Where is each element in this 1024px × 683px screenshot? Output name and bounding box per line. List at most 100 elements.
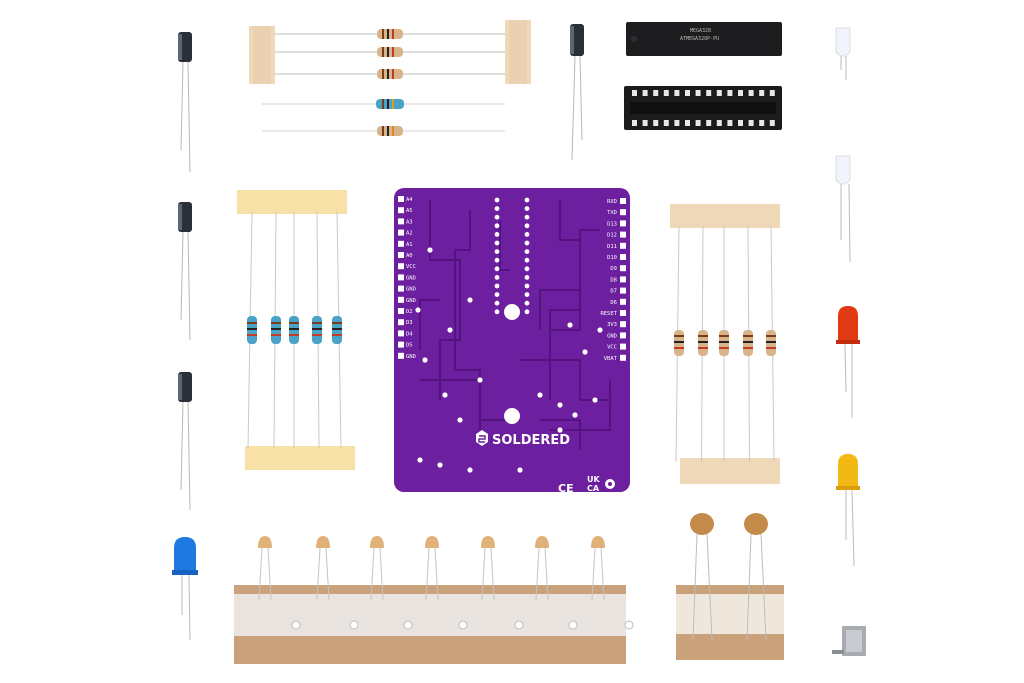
led-amber [591,536,605,548]
socket-pin [695,120,701,126]
tape-hole [349,620,359,630]
pcb-via [437,462,443,468]
pcb-pad [524,223,530,229]
pin-label-right: RXD [607,199,617,205]
pin-pad-left [398,207,404,214]
pcb-pad [494,249,500,255]
pcb-pad [494,223,500,229]
led-lead [434,547,439,601]
ce-mark: CE [558,482,574,495]
tape-hole [514,620,524,630]
electrolytic-capacitor-1 [178,32,192,173]
pcb-via [467,297,473,303]
pcb-via [442,392,448,398]
pcb-pad [524,300,530,306]
brand-label: SOLDERED [492,433,570,448]
pin-label-left: A5 [406,208,413,214]
led-lead [535,547,540,601]
resistor-band [674,347,684,349]
socket-pin [769,90,775,96]
white-led-2 [835,155,851,263]
resistor-band [247,322,257,324]
pcb-via [557,402,563,408]
socket-pin [748,120,754,126]
pin-pad-left [398,285,404,292]
led-lead [325,547,330,601]
pcb-pad [524,275,530,280]
resistor-band [698,347,708,349]
pcb-pad [494,292,500,297]
pcb-via [572,412,578,418]
pin-pad-right [620,287,626,294]
pin-label-left: GND [406,354,416,360]
pin-label-left: GND [406,298,416,304]
led-lead [267,547,272,601]
pin-pad-right [620,231,626,238]
pin-label-right: D7 [610,289,617,295]
pin-pad-left [398,252,404,258]
socket-pin [727,90,733,96]
socket-pin [653,90,659,96]
socket-pin [674,120,680,126]
chip-text-2: ATMEGA328P-PU [680,36,719,42]
led-amber [425,536,439,548]
socket-pin [716,90,722,96]
pin-label-right: D12 [607,233,617,239]
red-led [836,306,860,418]
resistor-band [247,334,257,336]
pin-pad-right [620,220,626,227]
pin-pad-right [620,343,626,350]
pcb-via [457,417,463,423]
pcb-via [467,467,473,473]
pin-label-left: A4 [406,197,413,203]
pcb-pad [494,232,500,237]
chip-text-1: MEGA328 [690,28,711,34]
resistor-band [766,347,776,349]
tape-hole [624,620,634,630]
white-led-1 [835,27,851,80]
ceramic-capacitor-strip [676,513,784,660]
pin-pad-right [620,298,626,305]
pin-label-right: D11 [607,244,617,250]
pin-pad-right [620,354,626,361]
socket-pin [642,90,648,96]
yellow-led [836,454,860,567]
pin-label-right: 3V3 [607,322,617,328]
socket-pin [663,90,669,96]
led-lead [258,547,263,601]
led-lead [370,547,375,601]
soldered-logo: SOLDERED [476,430,570,448]
socket-pin [738,90,743,96]
pcb-via [422,357,428,363]
pcb-via [537,392,543,398]
ukca-mark-top: UK [587,475,600,484]
pin-pad-left [398,319,404,326]
pcb-via [597,327,603,333]
pin-label-right: D10 [607,255,617,261]
tape-hole [403,620,413,630]
led-lead [490,547,495,601]
pcb-pad [494,266,500,272]
pin-pad-left [398,218,404,225]
socket-pin [653,120,659,126]
socket-pin [716,120,722,126]
resistor-band [289,334,299,336]
led-lead [600,547,605,601]
resistor-band [289,322,299,324]
electrolytic-capacitor-3 [178,372,192,511]
pin-label-left: A3 [406,219,413,225]
ceramic-capacitor-1 [690,513,714,641]
resistor-beige-3 [377,69,403,79]
pin-label-right: D8 [610,277,617,283]
led-amber [316,536,330,548]
led-strip-bottom [234,536,634,664]
resistor-band [719,347,729,349]
socket-pin [738,120,743,126]
resistor-band [674,341,684,343]
pin-label-right: VCC [607,345,617,351]
pin-label-left: D3 [406,320,413,326]
resistor-band [271,322,281,324]
resistor-band [312,328,322,330]
